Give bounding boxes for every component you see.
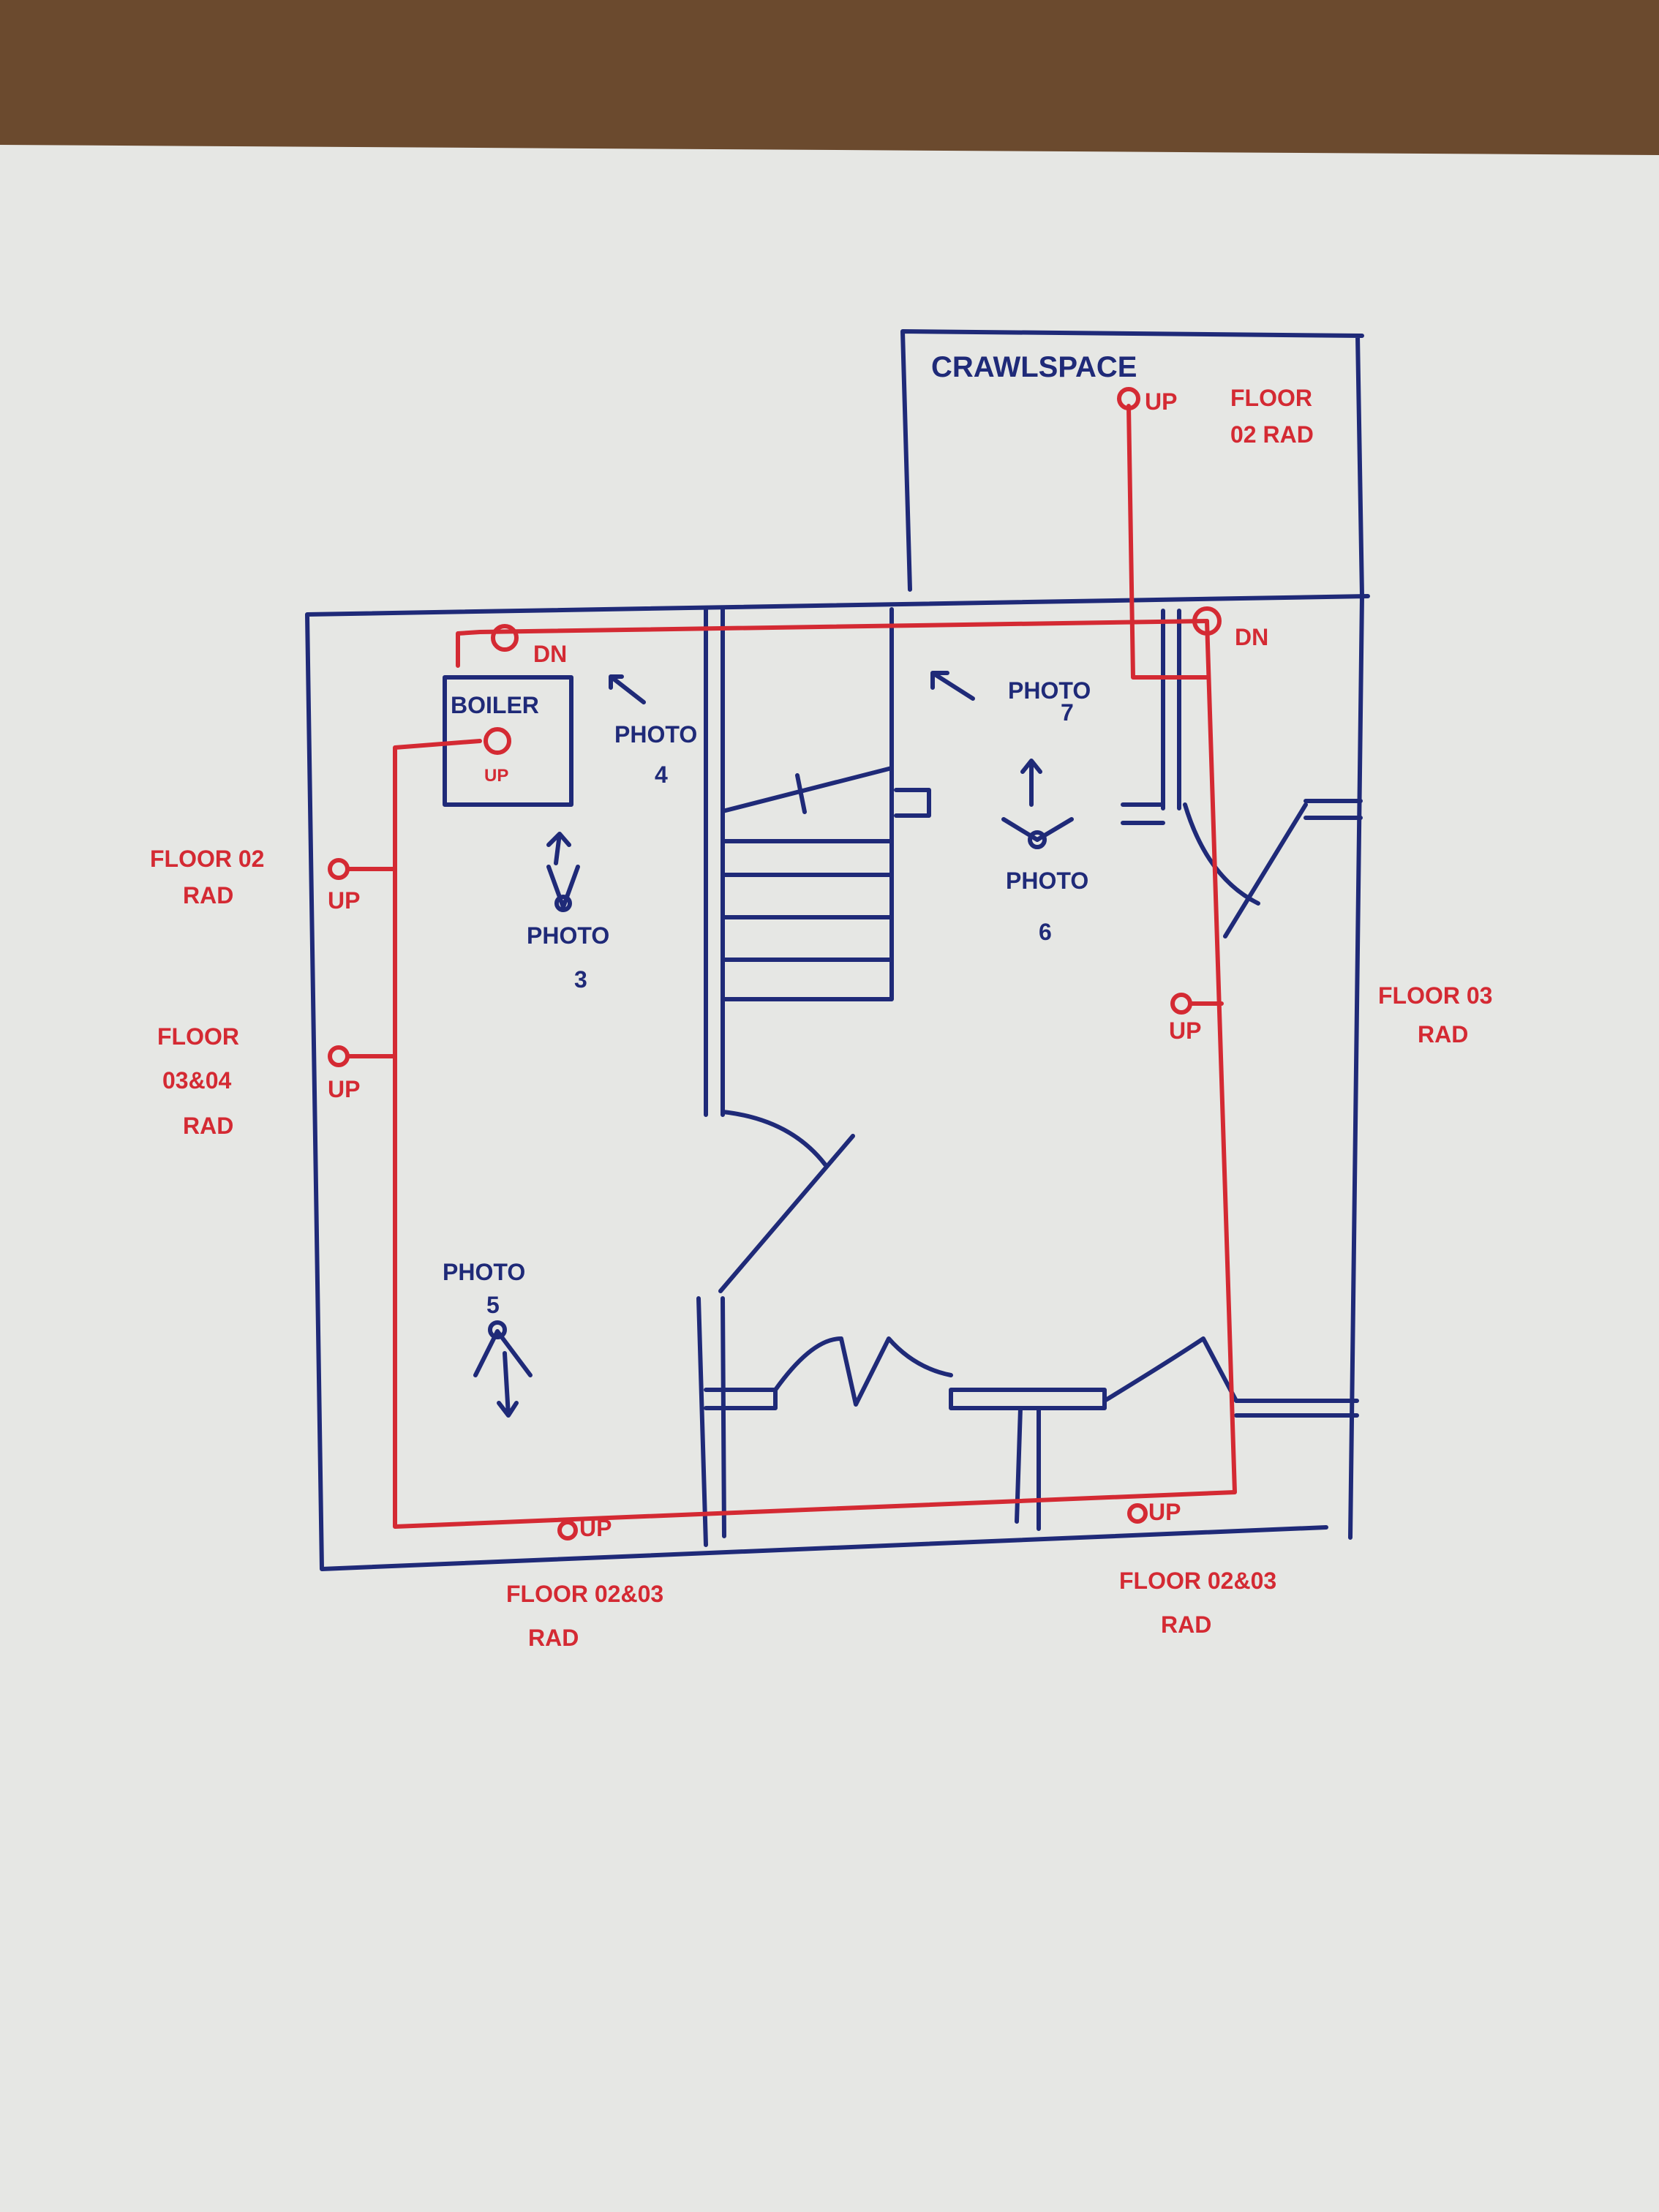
up-label: UP [1148,1499,1181,1525]
crawl-rad-label: FLOOR [1230,385,1312,411]
crawl-rad-label: 02 RAD [1230,421,1314,448]
camera-icon [546,832,580,909]
photo-5-label: PHOTO [443,1259,525,1285]
up-label: UP [1169,1017,1201,1044]
rad-label: 03&04 [162,1067,232,1094]
photo-markers [473,671,1074,1418]
valve-icon [491,624,519,652]
pipe-crawl [1126,404,1209,680]
valve-icon [1127,1503,1148,1524]
photo-7-number: 7 [1061,699,1074,726]
photo-4-label: PHOTO [614,721,697,748]
rad-label: RAD [183,882,233,908]
camera-icon [473,1329,533,1418]
rad-label: FLOOR 02 [150,846,264,872]
camera-icon [930,671,975,701]
valve-icon [1170,993,1192,1015]
photo-4-number: 4 [655,761,668,788]
photo-3-number: 3 [574,966,587,993]
rad-label: FLOOR 02&03 [1119,1568,1276,1594]
crawlspace-wall [900,329,1364,598]
rad-label: RAD [1161,1611,1211,1638]
paper-sheet [0,145,1659,2212]
outer-wall [305,594,1370,1571]
heating-pipes [328,387,1237,1540]
boiler-label: BOILER [451,692,539,718]
pipe-top [456,619,1209,668]
rad-label: FLOOR [157,1023,239,1050]
photo-7-label: PHOTO [1008,677,1091,704]
up-label: UP [328,1076,360,1102]
valve-icon [328,1045,350,1067]
photo-6-number: 6 [1039,919,1052,945]
camera-icon [1001,759,1074,842]
bottom-fixtures [704,1336,1359,1531]
valve-icon [1192,606,1222,636]
rad-label: FLOOR 03 [1378,982,1492,1009]
up-label: UP [328,887,360,914]
walls [305,329,1370,1571]
photo-3-label: PHOTO [527,922,609,949]
door-swing [718,1110,855,1293]
camera-icon [1028,830,1047,849]
interior-wall [696,607,726,1547]
boiler-box [443,675,573,807]
valve-icon [1117,387,1140,410]
boiler-up-label: UP [484,766,508,786]
rad-label: RAD [183,1113,233,1139]
rad-label: RAD [1418,1021,1468,1047]
camera-icon [609,674,646,704]
valve-icon [484,727,511,755]
dn-label: DN [1235,624,1268,650]
pipe-loop [393,619,1237,1529]
camera-icon [554,895,572,912]
valve-icon [328,858,350,880]
pipe-branches [345,867,1224,1058]
crawl-up-label: UP [1145,388,1177,415]
rad-label: RAD [528,1625,579,1651]
up-label: UP [579,1515,612,1541]
photo-5-number: 5 [486,1292,500,1318]
photo-6-label: PHOTO [1006,868,1088,894]
rad-label: FLOOR 02&03 [506,1581,663,1607]
crawlspace-label: CRAWLSPACE [931,351,1137,383]
dn-label: DN [533,641,567,667]
stairs [721,607,894,1001]
camera-icon [488,1320,507,1339]
valve-icon [557,1520,578,1540]
